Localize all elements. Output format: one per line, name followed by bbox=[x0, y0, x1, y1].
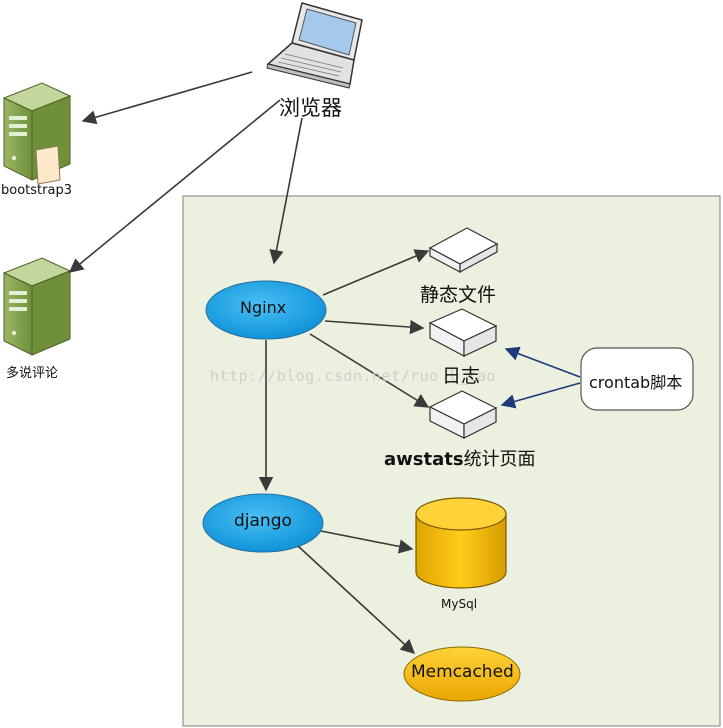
memcached-node bbox=[403, 646, 521, 702]
server-icon bbox=[2, 257, 72, 356]
server-icon bbox=[2, 82, 72, 185]
nginx-label: Nginx bbox=[240, 298, 287, 317]
arrow-django-to-memcached bbox=[297, 545, 416, 654]
arrow-crontab-to-logs bbox=[504, 346, 581, 378]
awstats-label: awstats统计页面 bbox=[384, 445, 536, 471]
logs-box-icon bbox=[428, 308, 498, 357]
awstats-box-icon bbox=[428, 390, 498, 439]
arrow-nginx-to-static bbox=[322, 249, 430, 296]
arrow-browser-to-bootstrap bbox=[81, 71, 253, 125]
crontab-box bbox=[580, 347, 694, 411]
logs-label: 日志 bbox=[442, 365, 481, 387]
crontab-label: crontab脚本 bbox=[589, 373, 683, 392]
awstats-label-rest: 统计页面 bbox=[463, 449, 536, 470]
django-label: django bbox=[234, 511, 292, 531]
arrow-nginx-to-awstats bbox=[309, 333, 430, 408]
static-files-label: 静态文件 bbox=[420, 284, 497, 306]
django-node bbox=[202, 493, 324, 553]
arrow-crontab-to-awstats bbox=[500, 382, 581, 409]
laptop-icon bbox=[266, 2, 363, 89]
arrow-django-to-mysql bbox=[320, 530, 414, 554]
watermark: http://blog.csdn.net/ruo l_tao bbox=[210, 367, 496, 385]
memcached-label: Memcached bbox=[411, 662, 514, 682]
bootstrap-label: bootstrap3 bbox=[1, 183, 72, 198]
mysql-database-icon bbox=[415, 497, 507, 589]
arrow-nginx-to-logs bbox=[324, 319, 425, 335]
browser-label: 浏览器 bbox=[279, 96, 342, 120]
duoshuo-label: 多说评论 bbox=[6, 366, 59, 381]
nginx-node bbox=[205, 280, 327, 340]
static-files-box-icon bbox=[428, 227, 499, 274]
awstats-label-bold: awstats bbox=[384, 449, 464, 470]
arrow-browser-to-duoshuo bbox=[68, 99, 281, 273]
mysql-label: MySql bbox=[441, 597, 478, 611]
arrow-browser-to-nginx bbox=[269, 117, 303, 265]
